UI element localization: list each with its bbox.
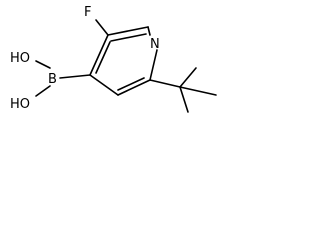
bond-cq-me-right: [179, 86, 217, 96]
bond-cq-me-bottom: [179, 86, 189, 113]
bond-c4-b: [59, 74, 91, 79]
bond-cq-me-top: [179, 67, 197, 88]
bond-c2-cq: [149, 79, 181, 88]
bond-b-oh-bottom: [35, 85, 51, 97]
boron-label: B: [48, 72, 57, 87]
bond-c6-n: [147, 26, 151, 36]
bond-c2-c3: [117, 79, 151, 96]
bond-c5-c6: [107, 26, 149, 36]
bond-c5-f: [95, 19, 109, 36]
nitrogen-label: N: [150, 37, 160, 52]
bond-c4-c5-inner: [95, 41, 111, 74]
bond-c2-c3-inner: [117, 77, 145, 91]
hydroxyl-top-label: HO: [10, 51, 30, 66]
bond-c3-c4: [89, 74, 119, 96]
fluorine-label: F: [84, 5, 91, 20]
structure-canvas: F N B HO HO: [0, 0, 228, 137]
bond-n-c2: [149, 49, 158, 81]
bond-c6-n-inner: [110, 33, 147, 42]
bond-c4-c5: [89, 34, 109, 76]
tert-butyl-group: [149, 67, 217, 113]
pyridine-ring: [89, 26, 158, 96]
hydroxyl-bottom-label: HO: [10, 97, 30, 112]
bond-b-oh-top: [35, 60, 51, 69]
molecule-drawing: F N B HO HO: [10, 5, 217, 113]
